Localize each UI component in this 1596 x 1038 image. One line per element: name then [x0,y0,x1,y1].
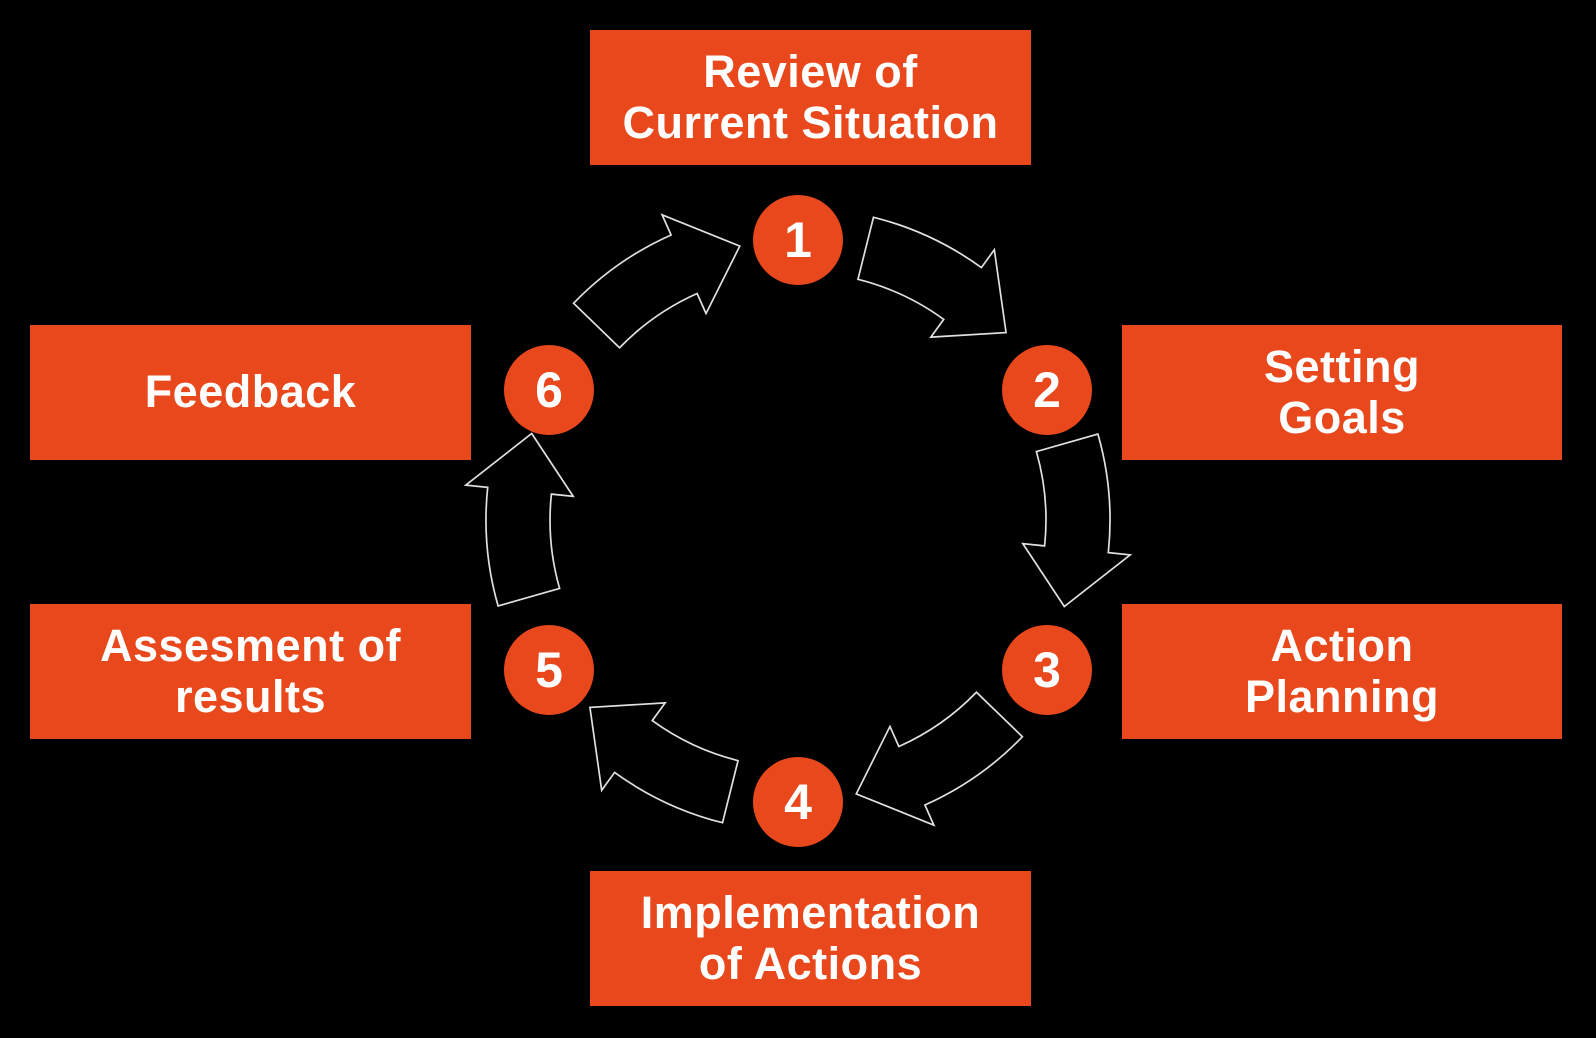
step-label-line: results [174,670,327,722]
step-label-line: Review of [703,46,918,98]
arrow-step6-to-step1-icon [556,188,762,370]
arrow-step2-to-step3-icon [1021,433,1132,608]
arrow-step5-to-step6-icon [464,432,575,607]
step-label-line: of Actions [698,937,923,989]
step-box-review-of-current-situation: Review of Current Situation [590,30,1031,165]
step-label-line: Current Situation [622,96,999,148]
step-number-circle-4: 4 [753,757,843,847]
step-box-action-planning: Action Planning [1122,604,1562,739]
arrow-step4-to-step5-icon [556,670,761,852]
step-number-circle-6: 6 [504,345,594,435]
step-box-assesment-of-results: Assesment of results [30,604,471,739]
step-number-circle-5: 5 [504,625,594,715]
arrow-step1-to-step2-icon [835,188,1040,370]
step-label-line: Planning [1245,670,1439,722]
step-label-line: Action [1270,620,1414,672]
step-box-feedback: Feedback [30,325,471,460]
step-label-line: Assesment of [99,620,402,672]
step-number-circle-3: 3 [1002,625,1092,715]
step-label-line: Goals [1278,391,1406,443]
step-label-line: Feedback [144,366,357,418]
arrow-step3-to-step4-icon [834,670,1040,852]
step-number-circle-1: 1 [753,195,843,285]
step-box-implementation-of-actions: Implementation of Actions [590,871,1031,1006]
step-label-line: Setting [1264,341,1420,393]
step-label-line: Implementation [640,887,981,939]
step-box-setting-goals: Setting Goals [1122,325,1562,460]
step-number-circle-2: 2 [1002,345,1092,435]
